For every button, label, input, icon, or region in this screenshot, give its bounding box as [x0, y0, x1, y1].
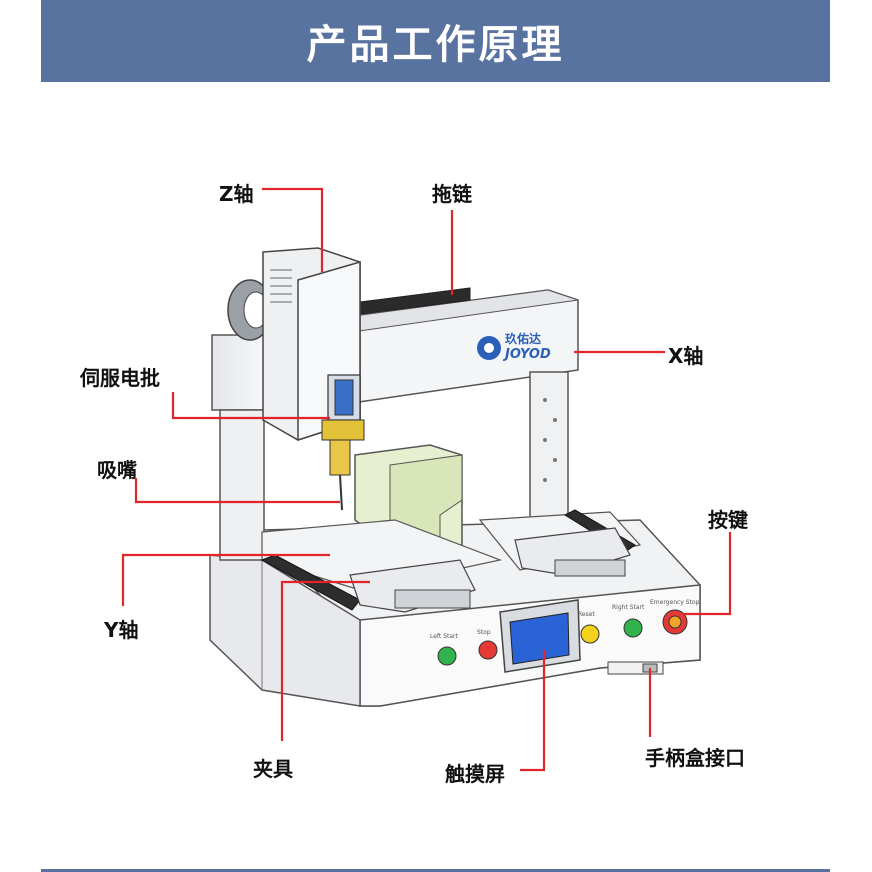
- leader-touch-screen: [520, 650, 546, 772]
- emergency-stop-text: Emergency Stop: [650, 599, 700, 606]
- label-x-axis: X轴: [668, 344, 704, 368]
- fixture-right: [514, 527, 631, 577]
- logo-cn-text: 玖佑达: [505, 331, 541, 346]
- label-fixture: 夹具: [253, 757, 293, 781]
- label-suction-nozzle: 吸嘴: [97, 458, 137, 482]
- leader-y-axis: [121, 553, 330, 606]
- fixture-left: [349, 559, 476, 613]
- label-buttons: 按键: [708, 508, 748, 532]
- page-title: 产品工作原理: [306, 22, 565, 68]
- left-start-text: Left Start: [430, 633, 459, 640]
- footer-divider: [41, 869, 830, 872]
- touch-screen-device: [499, 599, 581, 673]
- control-buttons: Left Start Stop Reset Right Start Emerge…: [430, 599, 700, 666]
- header-banner: 产品工作原理: [41, 0, 830, 82]
- label-touch-screen: 触摸屏: [445, 762, 505, 786]
- leader-buttons: [683, 532, 732, 616]
- stop-text: Stop: [477, 629, 491, 636]
- right-start-text: Right Start: [612, 604, 645, 611]
- leader-z-axis: [262, 187, 324, 272]
- label-handle-box-port: 手柄盒接口: [645, 746, 745, 770]
- reset-text: Reset: [578, 611, 595, 618]
- label-servo-driver: 伺服电批: [80, 366, 160, 390]
- servo-screwdriver: [321, 374, 365, 511]
- label-drag-chain: 拖链: [432, 182, 472, 206]
- leader-servo-driver: [171, 392, 330, 420]
- handle-box-port: [607, 661, 664, 675]
- leader-lines: [121, 187, 732, 772]
- right-column: [529, 371, 569, 533]
- leader-suction-nozzle: [134, 478, 340, 504]
- leader-fixture: [280, 580, 370, 741]
- logo-en-text: JOYOD: [502, 347, 551, 362]
- label-z-axis: Z轴: [219, 182, 254, 206]
- brand-logo: 玖佑达 JOYOD: [477, 331, 551, 362]
- left-column: [211, 279, 273, 561]
- label-y-axis: Y轴: [104, 618, 139, 642]
